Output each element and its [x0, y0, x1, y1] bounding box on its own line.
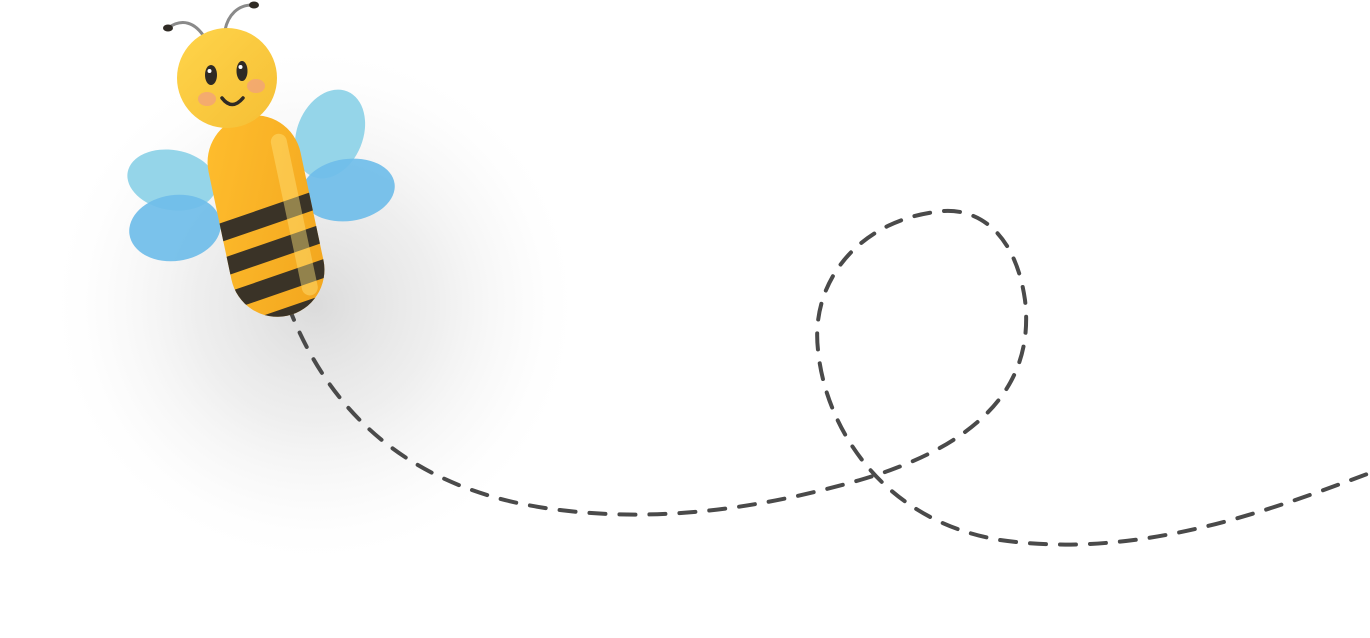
- left-wings: [127, 149, 221, 262]
- body-stripe-2: [213, 222, 333, 279]
- body-stripe-3: [220, 255, 334, 312]
- left-antenna-tip: [163, 24, 173, 32]
- right-antenna: [223, 3, 254, 32]
- bee-head: [177, 28, 277, 128]
- right-cheek: [247, 79, 265, 93]
- right-eye-shine: [238, 65, 243, 69]
- right-eye: [236, 61, 248, 81]
- right-wings: [294, 89, 395, 222]
- bee-body: [206, 115, 334, 326]
- bee-smile: [220, 96, 245, 107]
- body-stripe-1: [206, 188, 326, 246]
- body-highlight: [270, 133, 318, 296]
- left-lower-wing: [129, 194, 221, 262]
- dashed-flight-trail: [286, 208, 1370, 547]
- left-eye: [205, 65, 217, 85]
- left-upper-wing: [127, 149, 217, 211]
- left-cheek: [198, 92, 216, 106]
- right-lower-wing: [301, 158, 395, 222]
- bee-head-shape: [177, 28, 277, 128]
- right-upper-wing: [294, 89, 366, 179]
- left-eye-shine: [207, 69, 212, 73]
- bee-antennae: [163, 1, 259, 40]
- right-antenna-tip: [249, 1, 259, 9]
- left-antenna: [166, 21, 207, 40]
- bee-character: [127, 1, 395, 326]
